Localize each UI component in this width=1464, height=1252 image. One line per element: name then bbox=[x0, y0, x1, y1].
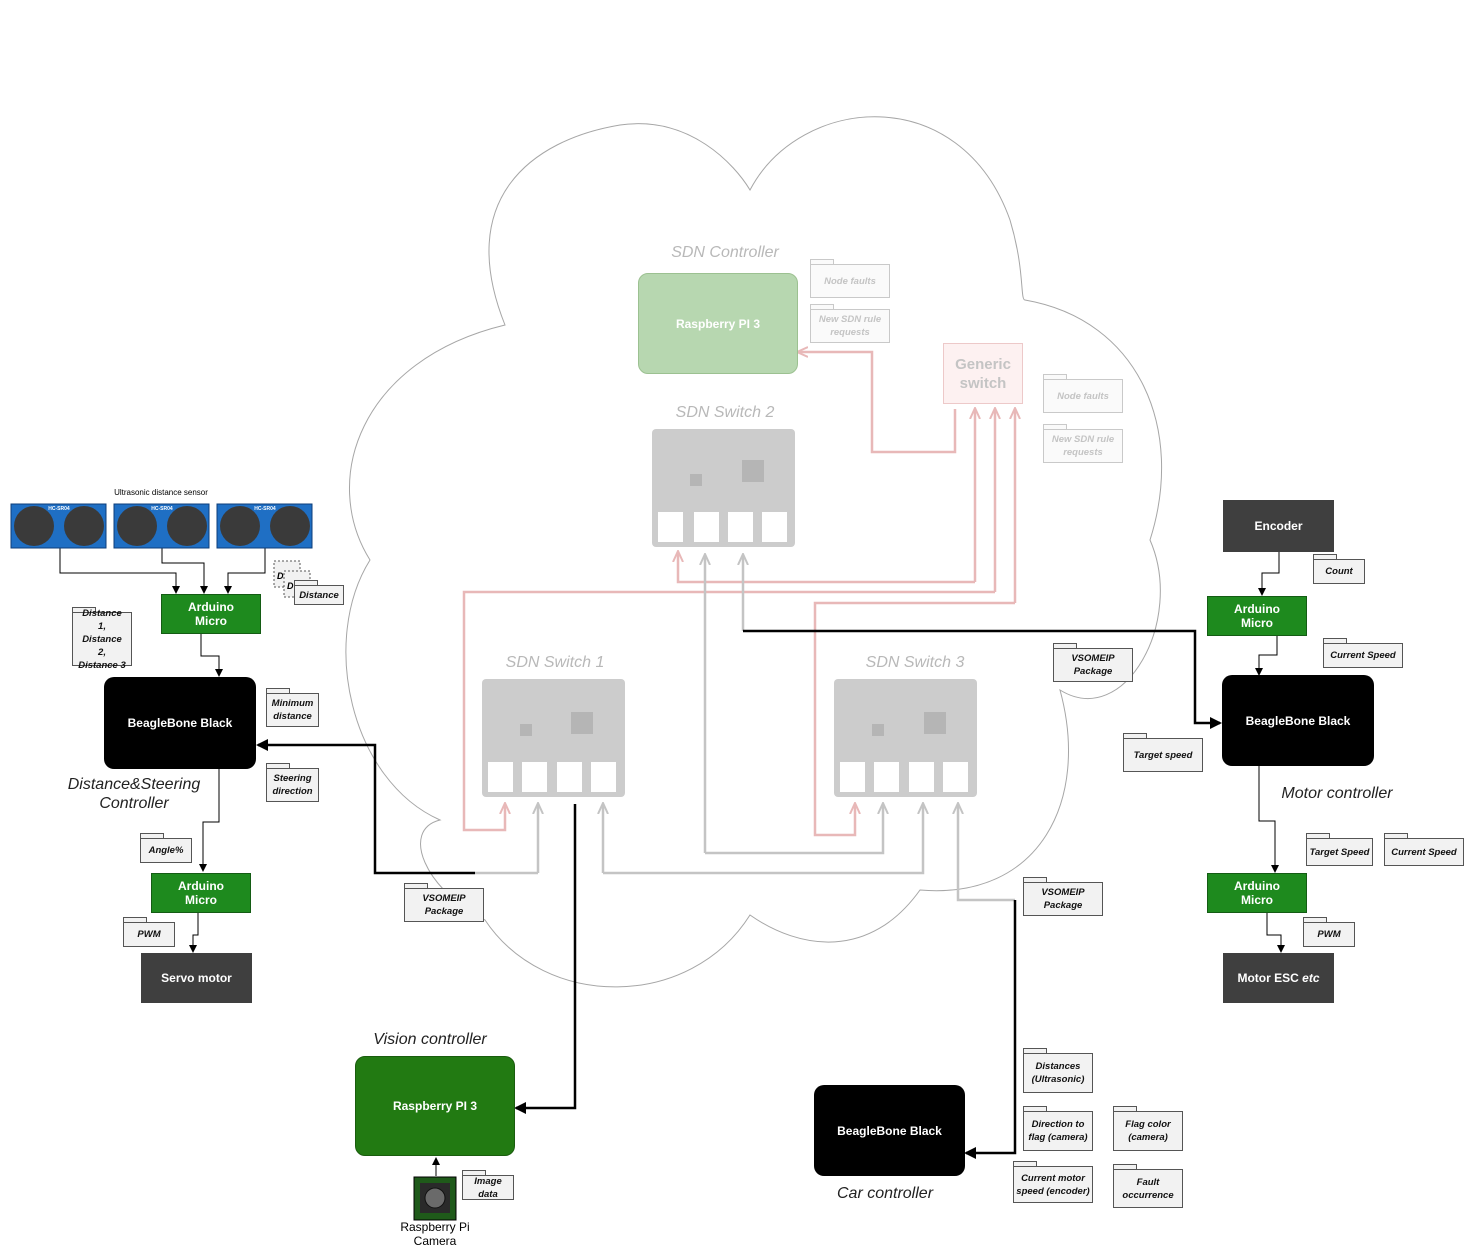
current-motor-speed-pkg: Current motor speed (encoder) bbox=[1013, 1166, 1093, 1203]
beaglebone-motor[interactable]: BeagleBone Black bbox=[1222, 675, 1374, 766]
steering-direction-pkg: Steering direction bbox=[266, 768, 319, 802]
pkg-tab bbox=[266, 688, 290, 693]
pkg-tab bbox=[140, 833, 164, 838]
switch-node-faults-pkg: Node faults bbox=[1043, 379, 1123, 413]
sdn-rule-requests-pkg: New SDN rule requests bbox=[810, 309, 890, 343]
distances-pkg: Distance 1, Distance 2, Distance 3 bbox=[72, 608, 132, 671]
pkg-tab bbox=[72, 607, 96, 612]
pkg-tab bbox=[1313, 554, 1337, 559]
pkg-tab bbox=[1023, 1048, 1047, 1053]
stack-label-1: D bbox=[277, 571, 284, 581]
ultrasonic-title: Ultrasonic distance sensor bbox=[114, 488, 208, 497]
pkg-tab bbox=[1123, 733, 1147, 738]
pkg-tab bbox=[1113, 1164, 1137, 1169]
sensor-model-2: HC-SR04 bbox=[151, 506, 173, 512]
vision-raspberry-pi[interactable]: Raspberry PI 3 bbox=[355, 1056, 515, 1156]
target-speed-pkg: Target Speed bbox=[1306, 838, 1373, 866]
distance-pkg: Distance bbox=[294, 585, 344, 605]
flag-color-pkg: Flag color (camera) bbox=[1113, 1111, 1183, 1151]
sdn-controller-caption: SDN Controller bbox=[671, 244, 779, 261]
sdn-control-links bbox=[462, 352, 1015, 837]
minimum-distance-pkg: Minimum distance bbox=[266, 693, 319, 727]
vsomeip-right-pkg: VSOMEIP Package bbox=[1053, 648, 1133, 682]
pkg-tab bbox=[1023, 877, 1047, 882]
vsomeip-left-pkg: VSOMEIP Package bbox=[404, 888, 484, 922]
image-data-pkg: Image data bbox=[462, 1175, 514, 1200]
sdn-switch-3-board bbox=[834, 679, 977, 797]
pkg-tab bbox=[1303, 917, 1327, 922]
pkg-tab bbox=[1384, 833, 1408, 838]
pkg-tab bbox=[1023, 1106, 1047, 1111]
pkg-tab bbox=[1323, 638, 1347, 643]
count-pkg: Count bbox=[1313, 559, 1365, 584]
pkg-tab bbox=[266, 763, 290, 768]
vsomeip-mid-pkg: VSOMEIP Package bbox=[1023, 882, 1103, 916]
target-speed-in-pkg: Target speed bbox=[1123, 738, 1203, 772]
encoder[interactable]: Encoder bbox=[1223, 500, 1334, 552]
vision-controller-caption: Vision controller bbox=[373, 1031, 487, 1048]
generic-switch[interactable]: Generic switch bbox=[943, 343, 1023, 404]
car-controller-caption: Car controller bbox=[836, 1185, 934, 1202]
pkg-tab bbox=[1043, 424, 1067, 429]
arduino-micro-servo[interactable]: Arduino Micro bbox=[151, 873, 251, 913]
sdn-switch-1-board bbox=[482, 679, 625, 797]
sensor-model-1: HC-SR04 bbox=[48, 506, 70, 512]
network-cloud bbox=[345, 116, 1163, 988]
pwm-pkg-right: PWM bbox=[1303, 922, 1355, 947]
fault-occurrence-pkg: Fault occurrence bbox=[1113, 1169, 1183, 1208]
sdn-switch-3-caption: SDN Switch 3 bbox=[865, 654, 965, 671]
sensor-model-3: HC-SR04 bbox=[254, 506, 276, 512]
pkg-tab bbox=[1043, 374, 1067, 379]
pkg-tab bbox=[462, 1170, 486, 1175]
motor-esc-label: Motor ESC bbox=[1237, 971, 1303, 985]
current-speed-pkg-1: Current Speed bbox=[1323, 643, 1403, 668]
angle-pkg: Angle% bbox=[140, 838, 192, 863]
sdn-node-faults-pkg: Node faults bbox=[810, 264, 890, 298]
sdn-switch-1-caption: SDN Switch 1 bbox=[505, 654, 605, 671]
sdn-controller-pi[interactable]: Raspberry PI 3 bbox=[638, 273, 798, 374]
switch-rule-requests-pkg: New SDN rule requests bbox=[1043, 429, 1123, 463]
motor-esc-etc: etc bbox=[1302, 971, 1320, 985]
camera-label: Raspberry Pi Camera bbox=[400, 1220, 470, 1248]
distances-ultrasonic-pkg: Distances (Ultrasonic) bbox=[1023, 1053, 1093, 1093]
camera-icon bbox=[413, 1176, 457, 1221]
pkg-tab bbox=[810, 304, 834, 309]
beaglebone-car[interactable]: BeagleBone Black bbox=[814, 1085, 965, 1176]
switch-links bbox=[475, 555, 1015, 902]
pkg-tab bbox=[404, 883, 428, 888]
sdn-switch-2-board bbox=[652, 429, 795, 547]
pkg-tab bbox=[1113, 1106, 1137, 1111]
pkg-tab bbox=[294, 580, 318, 585]
arduino-micro-encoder[interactable]: Arduino Micro bbox=[1207, 596, 1307, 636]
servo-motor[interactable]: Servo motor bbox=[141, 953, 252, 1003]
current-speed-pkg-2: Current Speed bbox=[1384, 838, 1464, 866]
motor-controller-caption: Motor controller bbox=[1281, 785, 1393, 802]
pkg-tab bbox=[1013, 1161, 1037, 1166]
arduino-micro-sensors[interactable]: Arduino Micro bbox=[161, 594, 261, 634]
local-links bbox=[59, 548, 1285, 1176]
beaglebone-steering[interactable]: BeagleBone Black bbox=[104, 677, 256, 769]
pkg-tab bbox=[1306, 833, 1330, 838]
pkg-tab bbox=[810, 259, 834, 264]
stack-label-2: D bbox=[287, 581, 294, 591]
pkg-tab bbox=[1053, 643, 1077, 648]
direction-flag-pkg: Direction to flag (camera) bbox=[1023, 1111, 1093, 1151]
ecu-links bbox=[256, 629, 1222, 1159]
arduino-micro-motor[interactable]: Arduino Micro bbox=[1207, 873, 1307, 913]
motor-esc[interactable]: Motor ESC etc bbox=[1223, 953, 1334, 1003]
sdn-switch-2-caption: SDN Switch 2 bbox=[675, 404, 775, 421]
ultrasonic-sensors bbox=[10, 503, 313, 549]
pwm-pkg-left: PWM bbox=[123, 922, 175, 947]
pkg-tab bbox=[123, 917, 147, 922]
distance-steering-caption: Distance&Steering Controller bbox=[67, 776, 201, 812]
